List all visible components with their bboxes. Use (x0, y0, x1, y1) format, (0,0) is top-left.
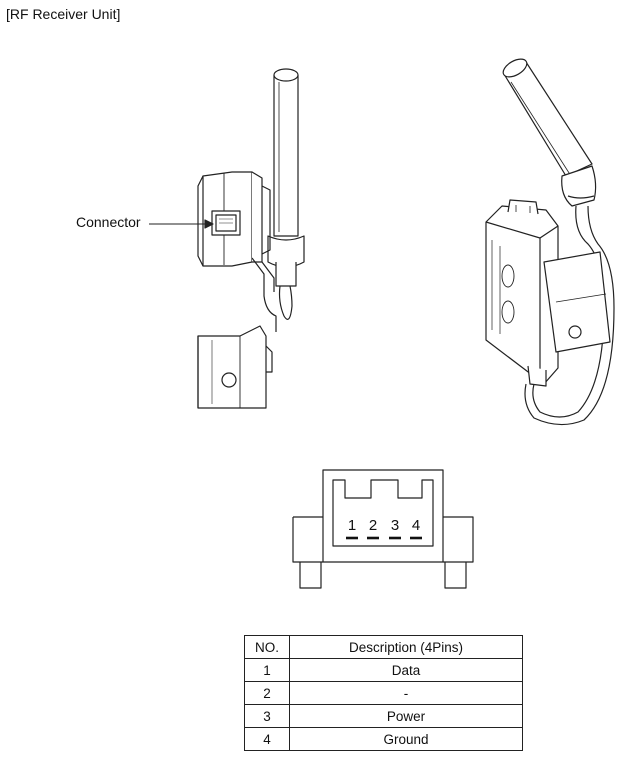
table-row: 4 Ground (244, 727, 523, 751)
pin-number: 1 (244, 658, 290, 682)
connector-face-diagram (292, 469, 474, 589)
pin-label-2: 2 (368, 517, 378, 534)
connector-callout-label: Connector (76, 214, 141, 230)
table-row: 3 Power (244, 704, 523, 728)
table-header-row: NO. Description (4Pins) (244, 635, 523, 659)
pin-label-4: 4 (411, 517, 421, 534)
pin-description-table: NO. Description (4Pins) 1 Data 2 - 3 Pow… (244, 635, 523, 751)
pin-label-3: 3 (390, 517, 400, 534)
receiver-perspective-view (485, 58, 615, 426)
pin-description: - (289, 681, 523, 705)
table-row: 2 - (244, 681, 523, 705)
pin-number: 2 (244, 681, 290, 705)
pin-number: 4 (244, 727, 290, 751)
figure-title: [RF Receiver Unit] (6, 6, 121, 22)
table-row: 1 Data (244, 658, 523, 682)
column-header-no: NO. (244, 635, 290, 659)
pin-description: Data (289, 658, 523, 682)
pin-description: Ground (289, 727, 523, 751)
pin-number: 3 (244, 704, 290, 728)
pin-description: Power (289, 704, 523, 728)
receiver-front-view (197, 68, 305, 409)
pin-label-1: 1 (347, 517, 357, 534)
column-header-description: Description (4Pins) (289, 635, 523, 659)
